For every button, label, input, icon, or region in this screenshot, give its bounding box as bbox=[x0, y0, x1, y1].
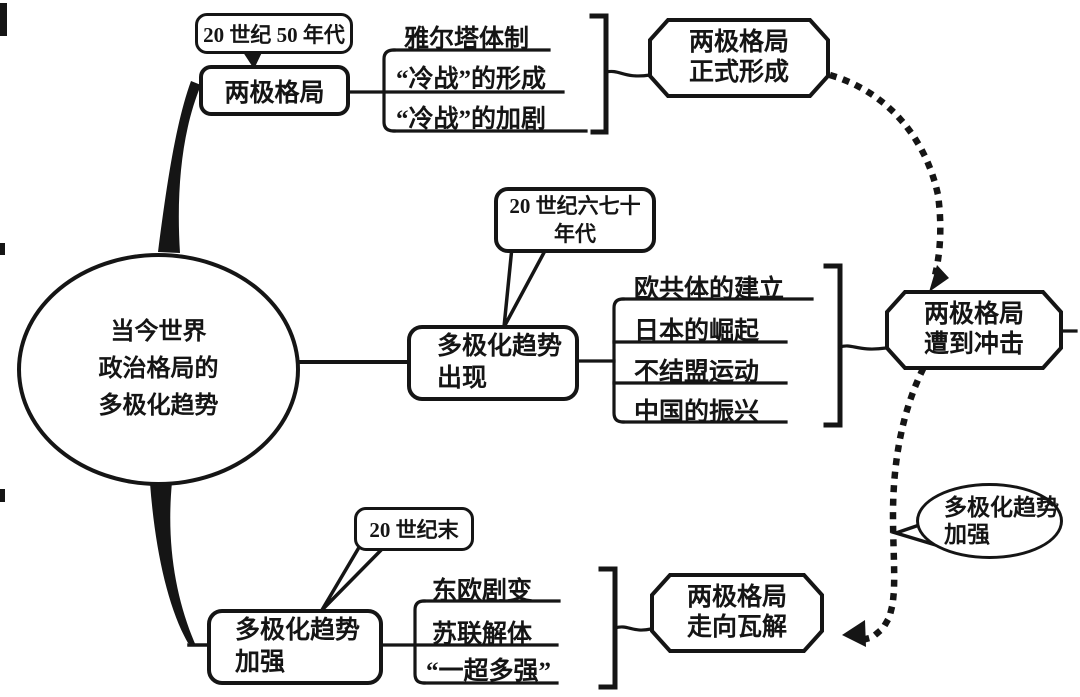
stage-node-multipolar-appears: 多极化趋势 出现 bbox=[407, 325, 579, 401]
list-item: 雅尔塔体制 bbox=[404, 26, 530, 53]
octagon-outline bbox=[648, 18, 830, 98]
list-item: 苏联解体 bbox=[432, 621, 533, 648]
central-topic-line: 多极化趋势 bbox=[98, 393, 219, 419]
list-item: 东欧剧变 bbox=[432, 578, 533, 605]
central-topic-line: 政治格局的 bbox=[98, 356, 219, 382]
period-bubble-line: 20 世纪六七十 bbox=[509, 194, 641, 218]
taper-link-top bbox=[158, 81, 201, 253]
bottom-fork bbox=[382, 599, 561, 685]
taper-link-bottom bbox=[150, 482, 196, 646]
period-bubble-line: 年代 bbox=[554, 222, 596, 246]
callout-ellipse-multipolar-strengthens: 多极化趋势 加强 bbox=[916, 483, 1063, 559]
dotted-arrow-top-to-middle bbox=[828, 71, 944, 288]
middle-bracket bbox=[823, 263, 843, 428]
result-node-line: 遭到冲击 bbox=[923, 331, 1024, 358]
stage-node-line: 加强 bbox=[235, 649, 286, 676]
period-bubble-1960s70s: 20 世纪六七十 年代 bbox=[494, 187, 656, 253]
stage-node-line: 出现 bbox=[437, 365, 488, 392]
arrowhead-into-bottom-octagon bbox=[842, 620, 866, 647]
result-node-line: 两极格局 bbox=[688, 29, 789, 56]
middle-fork bbox=[575, 297, 814, 424]
top-bracket bbox=[589, 13, 609, 135]
list-item: “冷战”的形成 bbox=[396, 66, 547, 93]
period-bubble-label: 20 世纪 50 年代 bbox=[203, 22, 345, 47]
list-item: 日本的崛起 bbox=[634, 318, 760, 345]
result-node-line: 两极格局 bbox=[686, 584, 787, 611]
middle-bubble-tail bbox=[502, 244, 550, 328]
result-node-bipolar-collapses: 两极格局 走向瓦解 bbox=[650, 573, 824, 653]
callout-line: 多极化趋势 bbox=[944, 495, 1059, 520]
period-bubble-label: 20 世纪末 bbox=[369, 518, 459, 542]
stage-node-line: 多极化趋势 bbox=[437, 333, 563, 360]
top-fork bbox=[348, 48, 588, 133]
stage-node-line: 多极化趋势 bbox=[235, 617, 361, 644]
octagon-outline bbox=[885, 290, 1063, 370]
scan-artifacts bbox=[0, 3, 7, 502]
bottom-bubble-tail bbox=[320, 541, 390, 612]
octagon-outline bbox=[650, 573, 824, 653]
bottom-bracket-connector bbox=[613, 625, 653, 632]
stage-node-bipolar-pattern: 两极格局 bbox=[199, 65, 350, 116]
stage-node-label: 两极格局 bbox=[224, 79, 325, 107]
result-node-line: 走向瓦解 bbox=[686, 614, 787, 641]
arrowhead-into-middle-octagon bbox=[929, 265, 949, 292]
result-node-bipolar-formed: 两极格局 正式形成 bbox=[648, 18, 830, 98]
stage-node-multipolar-strengthens: 多极化趋势 加强 bbox=[207, 609, 383, 685]
list-item: “一超多强” bbox=[426, 658, 552, 685]
callout-line: 加强 bbox=[944, 522, 990, 547]
top-bracket-connector bbox=[604, 69, 652, 78]
dotted-arrow-middle-to-bottom bbox=[852, 366, 927, 643]
bottom-bracket bbox=[598, 566, 618, 690]
central-topic-line: 当今世界 bbox=[110, 319, 207, 345]
list-item: 欧共体的建立 bbox=[634, 276, 785, 303]
result-node-bipolar-challenged: 两极格局 遭到冲击 bbox=[885, 290, 1063, 370]
middle-bracket-connector bbox=[838, 344, 888, 351]
period-bubble-late-20th-century: 20 世纪末 bbox=[354, 507, 474, 551]
period-bubble-1950s: 20 世纪 50 年代 bbox=[195, 13, 353, 54]
result-node-line: 两极格局 bbox=[923, 301, 1024, 328]
result-node-line: 正式形成 bbox=[688, 59, 789, 86]
list-item: 不结盟运动 bbox=[634, 359, 760, 386]
list-item: “冷战”的加剧 bbox=[396, 106, 547, 133]
central-topic-circle: 当今世界 政治格局的 多极化趋势 bbox=[17, 253, 300, 486]
list-item: 中国的振兴 bbox=[634, 399, 760, 426]
